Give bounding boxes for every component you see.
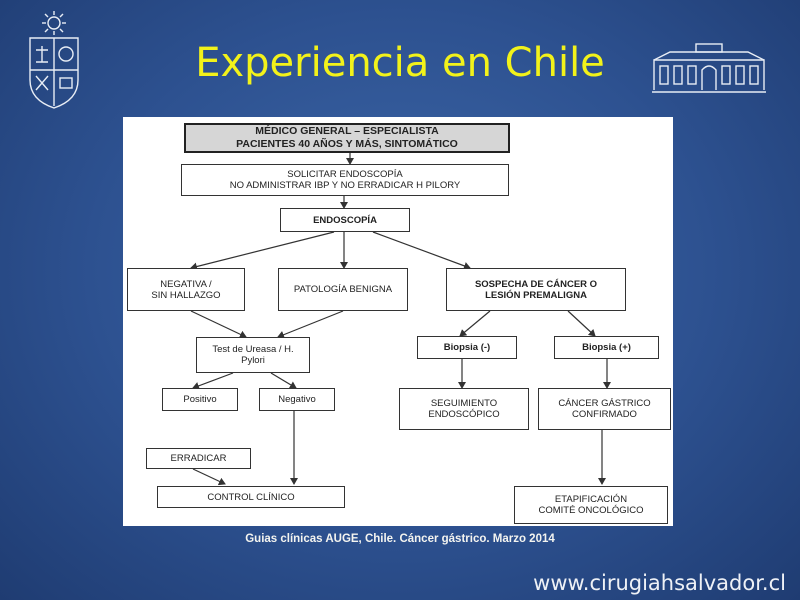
etapificacion-box: ETAPIFICACIÓN COMITÉ ONCOLÓGICO xyxy=(514,486,668,524)
negativa-box: NEGATIVA / SIN HALLAZGO xyxy=(127,268,245,311)
positivo-box: Positivo xyxy=(162,388,238,411)
source-caption: Guias clínicas AUGE, Chile. Cáncer gástr… xyxy=(245,533,555,545)
patologia-benigna-box: PATOLOGÍA BENIGNA xyxy=(278,268,408,311)
solicitar-line-1: SOLICITAR ENDOSCOPÍA xyxy=(287,169,403,180)
hospital-building-logo xyxy=(652,43,766,93)
etapificacion-line-2: COMITÉ ONCOLÓGICO xyxy=(538,505,644,516)
flowchart-arrows xyxy=(190,153,611,486)
positivo-label: Positivo xyxy=(183,394,217,405)
patologia-label: PATOLOGÍA BENIGNA xyxy=(293,284,393,295)
header-line-1: MÉDICO GENERAL – ESPECIALISTA xyxy=(255,125,439,137)
erradicar-label: ERRADICAR xyxy=(170,453,227,464)
endoscopia-box: ENDOSCOPÍA xyxy=(280,208,410,232)
seguimiento-endoscopico-box: SEGUIMIENTO ENDOSCÓPICO xyxy=(399,388,529,430)
biopsia-pos-label: Biopsia (+) xyxy=(582,342,631,353)
negativo-box: Negativo xyxy=(259,388,335,411)
biopsia-negativa-box: Biopsia (-) xyxy=(417,336,517,359)
website-url: www.cirugiahsalvador.cl xyxy=(533,571,786,595)
erradicar-box: ERRADICAR xyxy=(146,448,251,469)
university-crest-logo xyxy=(29,11,79,109)
medico-general-box: MÉDICO GENERAL – ESPECIALISTA PACIENTES … xyxy=(184,123,510,153)
biopsia-neg-label: Biopsia (-) xyxy=(443,342,491,353)
slide-title: Experiencia en Chile xyxy=(195,40,605,86)
control-label: CONTROL CLÍNICO xyxy=(207,491,295,503)
test-line-2: Pylori xyxy=(241,355,265,366)
solicitar-line-2: NO ADMINISTRAR IBP Y NO ERRADICAR H PILO… xyxy=(229,180,461,191)
etapificacion-line-1: ETAPIFICACIÓN xyxy=(554,494,628,505)
seguimiento-line-2: ENDOSCÓPICO xyxy=(428,409,500,420)
cancer-line-1: CÁNCER GÁSTRICO xyxy=(558,398,651,409)
sospecha-line-2: LESIÓN PREMALIGNA xyxy=(485,289,587,301)
negativo-label: Negativo xyxy=(278,394,316,405)
control-clinico-box: CONTROL CLÍNICO xyxy=(157,486,345,508)
biopsia-positiva-box: Biopsia (+) xyxy=(554,336,659,359)
test-line-1: Test de Ureasa / H. xyxy=(212,344,294,355)
flowchart-panel: MÉDICO GENERAL – ESPECIALISTA PACIENTES … xyxy=(123,117,673,526)
seguimiento-line-1: SEGUIMIENTO xyxy=(430,398,498,409)
negativa-line-1: NEGATIVA / xyxy=(160,278,212,290)
test-ureasa-box: Test de Ureasa / H. Pylori xyxy=(196,337,310,373)
cancer-confirmado-box: CÁNCER GÁSTRICO CONFIRMADO xyxy=(538,388,671,430)
cancer-line-2: CONFIRMADO xyxy=(572,409,637,420)
negativa-line-2: SIN HALLAZGO xyxy=(151,289,221,301)
sospecha-cancer-box: SOSPECHA DE CÁNCER O LESIÓN PREMALIGNA xyxy=(446,268,626,311)
endoscopia-label: ENDOSCOPÍA xyxy=(313,214,377,226)
header-line-2: PACIENTES 40 AÑOS Y MÁS, SINTOMÁTICO xyxy=(236,138,458,150)
solicitar-endoscopia-box: SOLICITAR ENDOSCOPÍA NO ADMINISTRAR IBP … xyxy=(181,164,509,196)
sospecha-line-1: SOSPECHA DE CÁNCER O xyxy=(474,278,598,290)
